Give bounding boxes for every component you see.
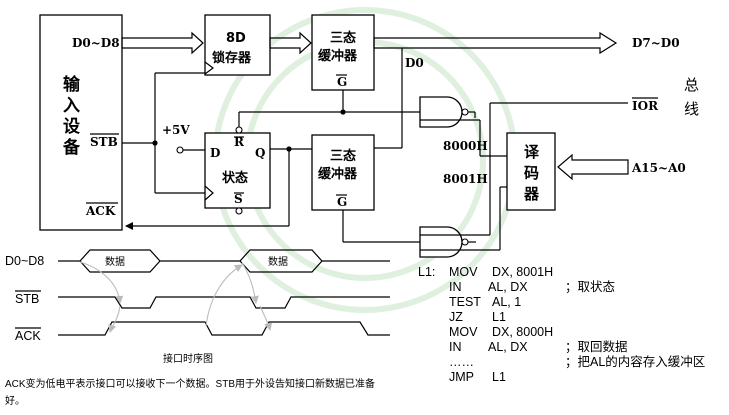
code-comment: ；取状态	[565, 280, 615, 294]
latch-label-2: 锁存器	[212, 50, 252, 66]
addr-8000-label: 8000H	[443, 139, 488, 153]
data-out-label: D7~D0	[632, 36, 680, 50]
device-label-char: 设	[63, 117, 80, 137]
device-label-char: 入	[63, 96, 80, 116]
nand-gate-lower	[342, 210, 500, 258]
device-label-char: 备	[62, 137, 81, 158]
buffer2-block: 三态 缓冲器 G	[311, 134, 375, 211]
code-op: MOV	[449, 265, 478, 279]
code-op: IN	[449, 280, 462, 294]
ff-d-label: D	[210, 146, 220, 160]
decoder-block: 译 码 器 8000H 8001H A15~A0	[420, 119, 686, 250]
decoder-label-3: 器	[523, 185, 540, 203]
code-args: AL, DX	[488, 280, 528, 294]
code-comment: ；取回数据	[565, 339, 628, 354]
code-args: DX, 8001H	[492, 265, 553, 279]
code-args: DX, 8000H	[492, 325, 553, 339]
ff-q-label: Q	[255, 146, 265, 160]
code-op: JMP	[449, 370, 474, 384]
timing-data1: 数据	[105, 255, 125, 268]
addr-bus-label: A15~A0	[631, 161, 686, 175]
device-ack-label: ACK	[85, 204, 116, 218]
code-op: JZ	[449, 310, 463, 324]
note-line-1: ACK变为低电平表示接口可以接收下一个数据。STB用于外设告知接口新数据已准备	[5, 377, 375, 390]
plus5v-label: +5V	[162, 123, 190, 137]
buffer1-label-2: 缓冲器	[318, 48, 358, 64]
code-label: L1:	[418, 265, 435, 279]
ior-label: IOR	[632, 99, 659, 113]
buffer2-label-2: 缓冲器	[318, 166, 358, 182]
ff-s-label: S	[234, 192, 243, 206]
nand-gate-upper	[238, 90, 628, 235]
code-args: L1	[492, 310, 506, 324]
bus-arrow-latch-buffer	[269, 31, 312, 55]
bus-arrow-device-latch	[121, 31, 204, 55]
decoder-label-2: 码	[524, 164, 539, 182]
timing-row2-label: STB	[15, 292, 39, 306]
note: ACK变为低电平表示接口可以接收下一个数据。STB用于外设告知接口新数据已准备 …	[5, 377, 375, 407]
stb-net	[122, 72, 205, 194]
device-stb-label: STB	[90, 135, 118, 149]
code-comment: ；把AL的内容存入缓冲区	[565, 354, 705, 369]
device-label-char: 输	[63, 74, 81, 95]
decoder-label-1: 译	[524, 143, 540, 161]
device-data-label: D0~D8	[72, 36, 120, 50]
buffer1-label-1: 三态	[330, 30, 356, 46]
timing-diagram: D0~D8 STB ACK 数据 数据 接口时序图	[5, 249, 390, 365]
bus-label-1: 总	[684, 76, 699, 94]
buffer1-block: 三态 缓冲器 G	[311, 14, 375, 91]
code-op: TEST	[449, 295, 481, 309]
status-flipflop-block: D Q R 状态 S	[204, 126, 271, 215]
ff-r-label: R	[234, 135, 245, 149]
timing-caption: 接口时序图	[163, 352, 213, 365]
code-args: AL, DX	[488, 340, 528, 354]
bus-label-2: 线	[684, 100, 699, 118]
timing-row1-label: D0~D8	[5, 254, 44, 268]
buffer2-label-1: 三态	[330, 148, 356, 164]
d0-label: D0	[405, 56, 424, 70]
code-args: L1	[492, 370, 506, 384]
buffer2-g-label: G	[337, 195, 347, 209]
code-op: MOV	[449, 325, 478, 339]
input-device-block: 输入设备 D0~D8 STB ACK	[39, 14, 123, 231]
code-op: IN	[449, 340, 462, 354]
code-listing: L1: MOV DX, 8001H IN AL, DX ；取状态 TEST AL, 1 JZ L1…	[418, 265, 705, 384]
plus5v-line: +5V	[162, 123, 205, 154]
code-args: AL, 1	[492, 295, 521, 309]
timing-row3-label: ACK	[15, 329, 41, 343]
ior-signal: IOR 总 线	[632, 76, 699, 118]
latch-block: 8D 锁存器	[204, 14, 271, 76]
bus-arrow-output: D7~D0	[373, 31, 680, 55]
d0-line: D0	[374, 48, 424, 149]
status-label: 状态	[222, 170, 248, 186]
code-op: ……	[449, 355, 474, 369]
latch-label-1: 8D	[226, 31, 246, 46]
note-line-2: 好。	[5, 395, 25, 407]
device-label: 输入设备	[62, 74, 81, 158]
addr-8001-label: 8001H	[443, 172, 488, 186]
q-net	[125, 146, 312, 230]
timing-data2: 数据	[268, 255, 288, 268]
buffer1-g-label: G	[337, 75, 347, 89]
